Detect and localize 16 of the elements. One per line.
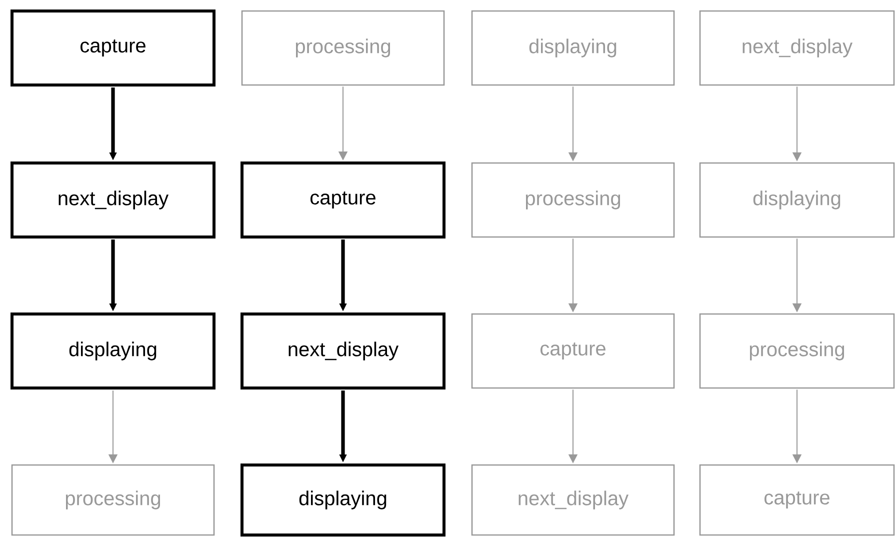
state-box: next_display	[10, 162, 216, 238]
state-box: next_display	[699, 10, 895, 86]
state-box: processing	[11, 464, 215, 536]
state-box: displaying	[10, 312, 216, 390]
state-box: capture	[699, 464, 895, 536]
state-box: processing	[241, 10, 445, 86]
state-box: capture	[471, 313, 675, 389]
state-box: processing	[471, 162, 675, 238]
state-box: processing	[699, 313, 895, 389]
state-box: displaying	[699, 162, 895, 238]
state-box: displaying	[471, 10, 675, 86]
state-box: capture	[10, 10, 216, 86]
state-box: displaying	[240, 464, 446, 536]
state-box: next_display	[471, 464, 675, 536]
state-box: capture	[240, 162, 446, 238]
state-box: next_display	[240, 312, 446, 390]
